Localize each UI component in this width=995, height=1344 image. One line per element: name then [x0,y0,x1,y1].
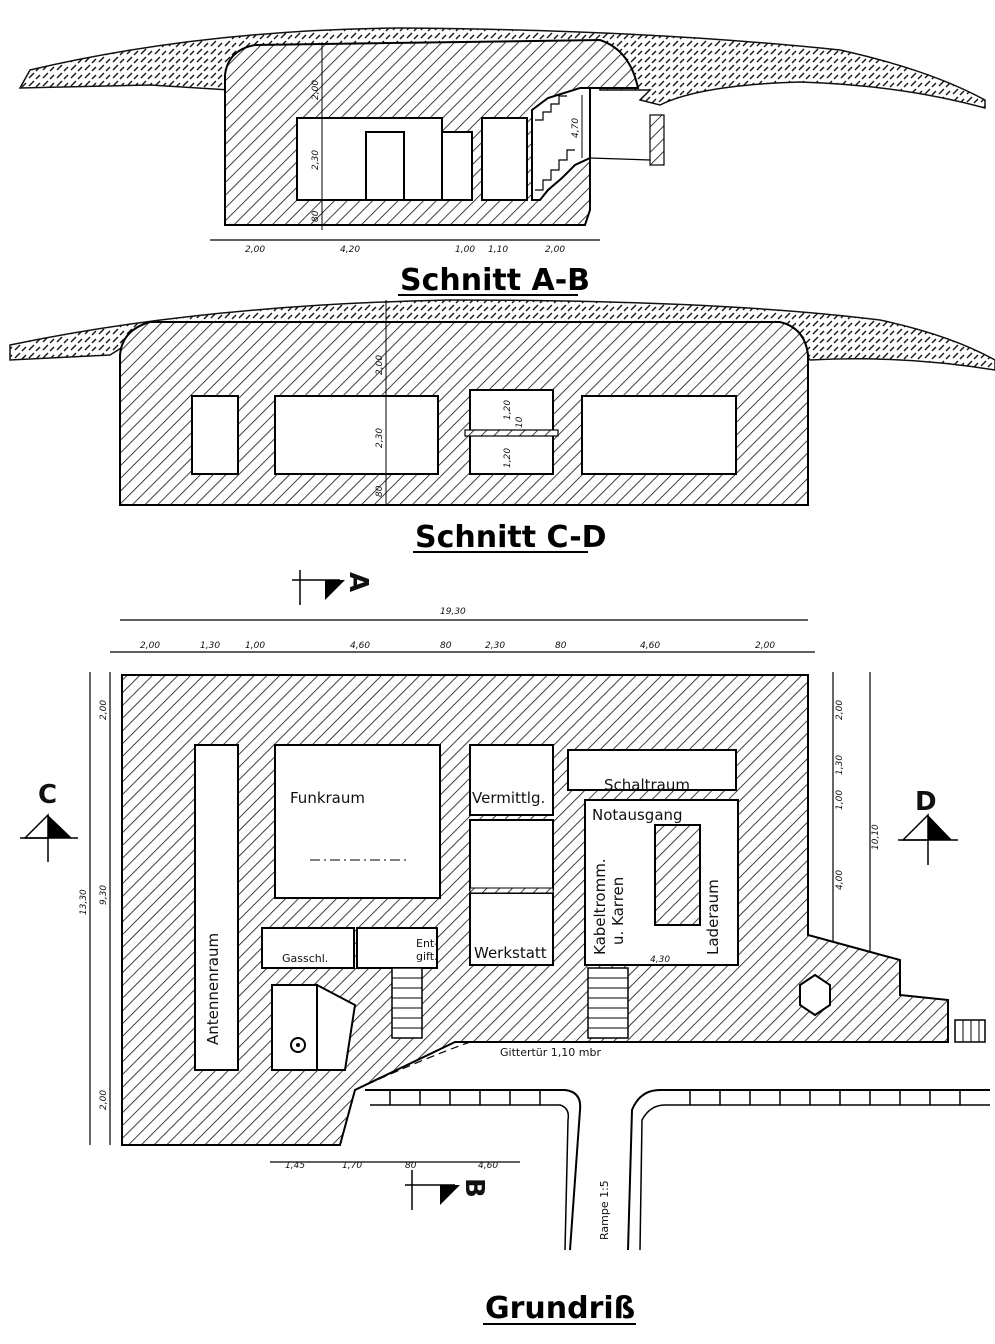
room-antennenraum [194,744,239,1071]
plan-dim-total: 19,30 [440,607,466,617]
label-entgift-1: Ent- [416,937,438,950]
stairs-east [799,973,986,1043]
label-vermittlg: Vermittlg. [472,789,545,807]
svg-text:80: 80 [555,641,567,651]
marker-a-label: A [343,572,373,592]
svg-text:4,60: 4,60 [350,641,370,651]
ab-dim-side: 4,70 [571,118,581,138]
svg-text:1,00: 1,00 [835,790,845,810]
room-gasschleuse [261,927,355,969]
marker-b: B [405,1170,489,1210]
cd-dim-v2: 2,30 [375,428,385,448]
stairs-left [391,967,423,1039]
svg-text:2,00: 2,00 [99,700,109,720]
emergency-hatch-icon [799,973,831,1017]
section-cd: 2,00 2,30 80 1,20 1,20 10 Schnitt C-D [9,299,995,555]
label-funkraum: Funkraum [290,789,365,807]
label-karren: u. Karren [609,877,627,945]
svg-text:1,30: 1,30 [200,641,220,651]
svg-text:2,00: 2,00 [140,641,160,651]
label-gasschl: Gasschl. [282,952,328,965]
plan-top-dims: 2,00 1,30 1,00 4,60 80 2,30 80 4,60 2,00 [140,641,775,651]
svg-text:4,60: 4,60 [478,1161,498,1171]
room-gas-entry [271,984,318,1071]
svg-text:80: 80 [405,1161,417,1171]
label-notausgang: Notausgang [592,806,683,824]
ab-dim-h5: 2,00 [545,245,565,255]
trench-right [627,1089,990,1251]
svg-text:2,00: 2,00 [755,641,775,651]
svg-text:4,60: 4,60 [640,641,660,651]
cd-dim-v1: 2,00 [375,355,385,375]
marker-d-label: D [915,787,937,817]
earth-mound-cd [9,299,995,371]
label-rampe: Rampe 1:5 [598,1180,611,1240]
ab-dim-h3: 1,00 [455,245,475,255]
room-vermittlg-lower [469,819,554,891]
svg-text:2,00: 2,00 [835,700,845,720]
room-schaltraum [567,749,737,791]
cd-dim-s2: 1,20 [503,448,513,468]
label-antennenraum: Antennenraum [204,933,222,1045]
marker-d: D [898,787,958,865]
svg-text:1,30: 1,30 [835,755,845,775]
marker-c: C [20,780,78,862]
door-ab [365,131,405,201]
svg-text:2,30: 2,30 [485,641,505,651]
room-cd-4 [581,395,737,475]
room-notausgang [584,799,739,966]
svg-text:80: 80 [440,641,452,651]
label-gittertuer: Gittertür 1,10 mbr [500,1046,601,1059]
ab-dim-v2: 2,30 [311,150,321,170]
ab-dim-v3: 80 [311,210,321,222]
room-cd-1 [191,395,239,475]
room-cd-2 [274,395,439,475]
label-laderaum: Laderaum [704,879,722,955]
title-section-cd: Schnitt C-D [415,520,607,555]
room-entgiftung [356,927,438,969]
room-funkraum [274,744,441,899]
marker-a: A [292,570,373,605]
ab-dim-h4: 1,10 [488,245,508,255]
label-werkstatt: Werkstatt [474,944,547,962]
ab-dim-h1: 2,00 [245,245,265,255]
svg-text:1,00: 1,00 [245,641,265,651]
floor-slab-cd [464,429,559,437]
cd-dim-s1: 1,20 [503,400,513,420]
svg-text:2,00: 2,00 [99,1090,109,1110]
room-ab-2 [441,131,473,201]
svg-text:4,00: 4,00 [835,870,845,890]
trench-left [365,1089,582,1251]
svg-text:1,70: 1,70 [342,1161,362,1171]
label-dim-lader: 4,30 [650,955,670,965]
ab-dim-v1: 2,00 [311,80,321,100]
cd-dim-s3: 10 [515,416,525,428]
marker-c-label: C [38,780,57,810]
label-kabeltromm: Kabeltromm. [591,858,609,955]
stairs-right [587,967,629,1039]
section-ab: 2,00 4,20 1,00 1,10 2,00 2,00 2,30 80 4,… [18,27,986,298]
marker-b-label: B [459,1178,489,1198]
label-entgift-2: gift. [416,950,438,963]
title-grundriss: Grundriß [485,1291,635,1326]
svg-text:1,45: 1,45 [285,1161,305,1171]
plan-dim-right-total: 10,10 [871,824,881,850]
label-schaltraum: Schaltraum [604,776,690,794]
ab-dim-h2: 4,20 [340,245,360,255]
room-ab-3 [481,117,528,201]
title-section-ab: Schnitt A-B [400,263,590,298]
plan-dim-left-total: 13,30 [79,889,89,915]
floor-plan: A 19,30 2,00 1,30 1,00 4,60 80 2,30 80 4… [20,570,990,1326]
cd-dim-v3: 80 [375,485,385,497]
room-vermittlg [469,744,554,816]
svg-text:9,30: 9,30 [99,885,109,905]
ventilation-icon [290,1037,306,1053]
